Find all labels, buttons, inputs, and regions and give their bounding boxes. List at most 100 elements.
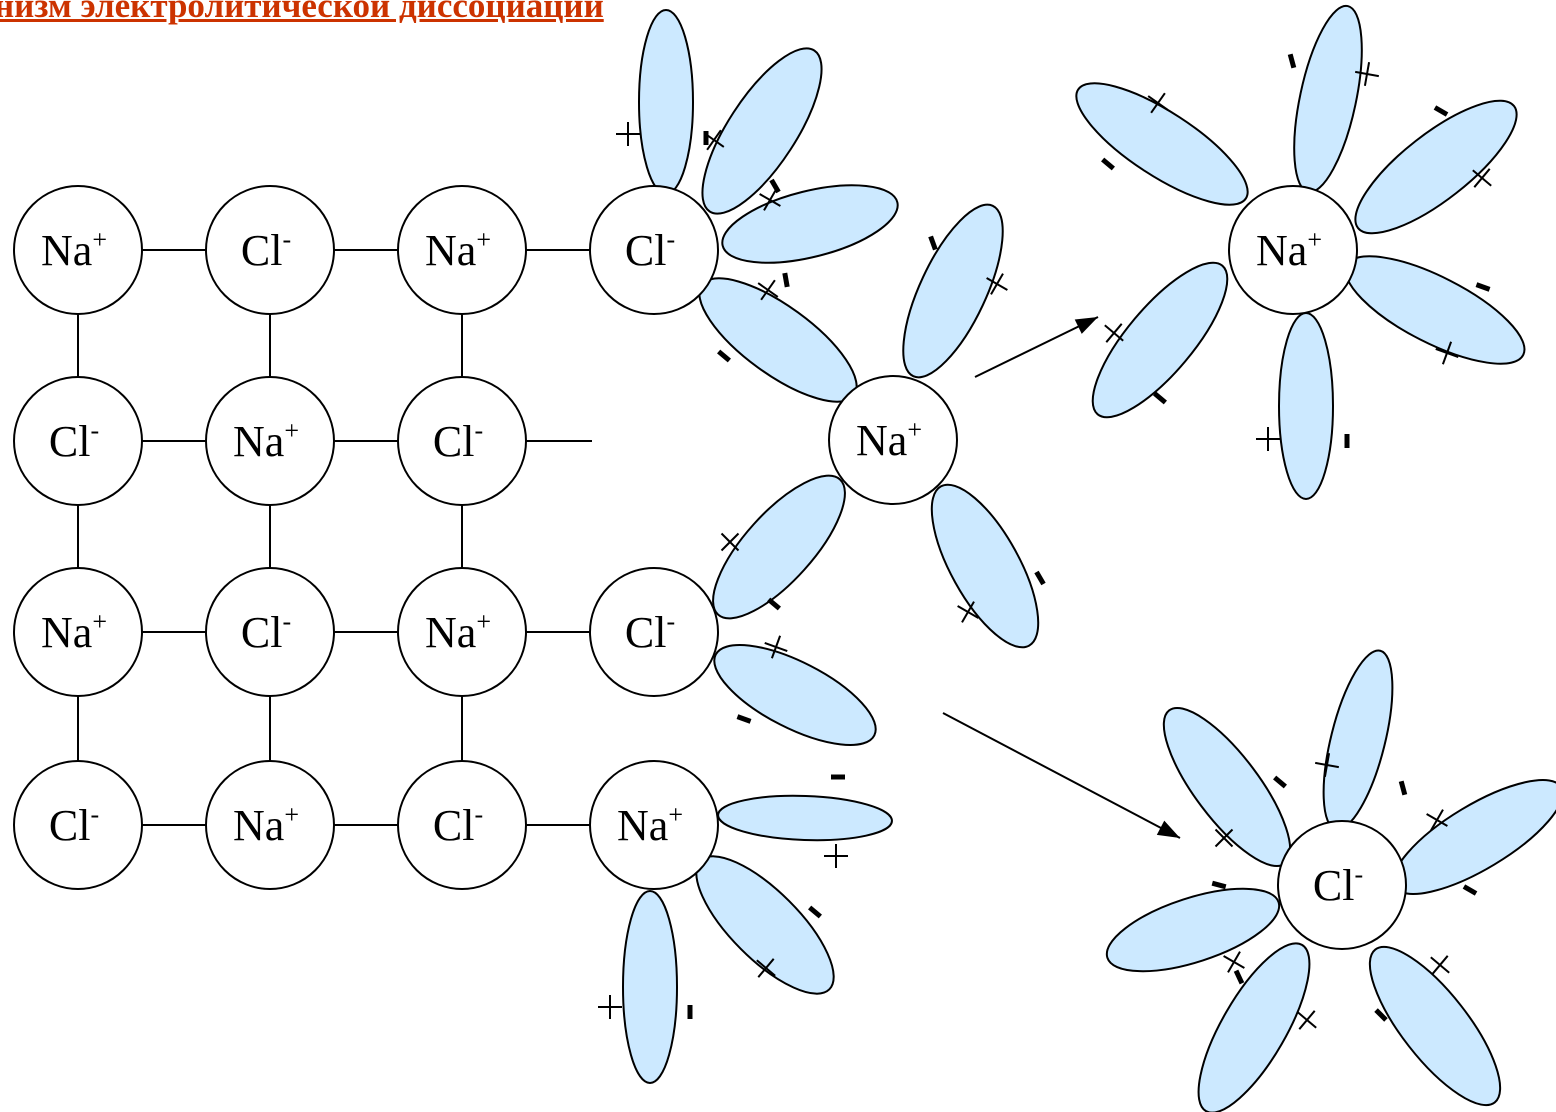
plus-sign xyxy=(598,995,622,1019)
plus-sign xyxy=(756,958,776,978)
ion-label: Na+ xyxy=(41,607,107,657)
ion-symbol: Na xyxy=(41,226,92,275)
plus-sign xyxy=(957,601,979,623)
minus-sign xyxy=(1462,884,1478,896)
minus-sign xyxy=(1398,780,1408,796)
plus-sign xyxy=(720,532,740,552)
water-molecule xyxy=(1278,312,1334,500)
lattice-bonds xyxy=(77,249,592,826)
ion-circle xyxy=(397,185,527,315)
ion-circle xyxy=(589,760,719,890)
plus-sign xyxy=(703,129,725,151)
water-molecule xyxy=(717,794,893,842)
ion-label: Na+ xyxy=(233,416,299,466)
plus-sign xyxy=(616,122,640,146)
sodium-ion: Na+ xyxy=(397,567,527,697)
water-molecule xyxy=(930,483,1040,649)
ion-charge: - xyxy=(282,225,291,254)
chloride-ion: Cl- xyxy=(13,760,143,890)
ion-symbol: Cl xyxy=(49,801,91,850)
ion-charge: + xyxy=(92,607,107,636)
ion-symbol: Cl xyxy=(433,801,475,850)
sodium-ion: Na+ xyxy=(13,567,143,697)
page-title: низм электролитической диссоциации xyxy=(0,0,604,25)
minus-sign xyxy=(1233,969,1245,985)
plus-sign xyxy=(1426,809,1448,831)
water-molecule xyxy=(638,9,694,195)
plus-sign xyxy=(986,273,1008,295)
free-chloride-ion: Cl- xyxy=(1277,820,1407,950)
arrow-head xyxy=(1156,820,1180,838)
ion-symbol: Cl xyxy=(433,417,475,466)
arrow-head xyxy=(1074,317,1098,334)
ion-symbol: Cl xyxy=(625,226,667,275)
plus-sign xyxy=(1256,427,1280,451)
ion-label: Cl- xyxy=(1313,860,1363,910)
plus-sign xyxy=(1435,341,1459,365)
ion-symbol: Na xyxy=(617,801,668,850)
ion-symbol: Na xyxy=(425,608,476,657)
ion-symbol: Na xyxy=(1256,226,1307,275)
ion-charge: - xyxy=(666,607,675,636)
chloride-ion: Cl- xyxy=(13,376,143,506)
ion-symbol: Cl xyxy=(241,608,283,657)
minus-sign xyxy=(1287,53,1297,69)
ion-circle xyxy=(1228,185,1358,315)
plus-sign xyxy=(757,279,779,301)
ion-charge: - xyxy=(90,416,99,445)
ion-circle xyxy=(205,185,335,315)
ion-circle xyxy=(397,376,527,506)
water-molecule xyxy=(1091,261,1229,419)
ion-charge: + xyxy=(284,800,299,829)
minus-sign xyxy=(1273,775,1287,789)
water-molecule xyxy=(1368,945,1502,1107)
minus-sign xyxy=(1475,282,1491,292)
arrows xyxy=(942,316,1181,839)
water-molecule xyxy=(1075,82,1249,206)
minus-sign xyxy=(1374,1008,1388,1022)
plus-sign xyxy=(1147,92,1169,114)
plus-sign xyxy=(759,189,781,211)
sodium-ion: Na+ xyxy=(205,376,335,506)
water-molecule xyxy=(1105,887,1281,973)
water-molecule xyxy=(713,644,877,746)
ion-symbol: Na xyxy=(41,608,92,657)
ion-circle xyxy=(13,185,143,315)
minus-sign xyxy=(1433,105,1449,117)
chloride-ion: Cl- xyxy=(205,567,335,697)
water-molecule xyxy=(701,47,823,215)
water-molecule xyxy=(902,203,1004,379)
water-molecule xyxy=(721,184,899,264)
sodium-ion: Na+ xyxy=(397,185,527,315)
ion-charge: + xyxy=(1307,225,1322,254)
minus-sign xyxy=(1211,880,1227,890)
ion-label: Cl- xyxy=(433,800,483,850)
minus-sign xyxy=(1101,157,1115,171)
plus-sign xyxy=(1355,62,1379,86)
ion-symbol: Cl xyxy=(625,608,667,657)
ion-circle xyxy=(1277,820,1407,950)
plus-sign xyxy=(764,635,788,659)
water-molecule xyxy=(712,474,846,620)
water-molecule xyxy=(1322,649,1394,831)
ion-charge: - xyxy=(1354,860,1363,889)
free-sodium-ion: Na+ xyxy=(1228,185,1358,315)
minus-sign xyxy=(736,714,752,724)
chloride-ion: Cl- xyxy=(205,185,335,315)
water-molecule xyxy=(622,890,678,1084)
ions: Na+Cl-Na+Cl-Cl-Na+Cl-Na+Cl-Na+Cl-Cl-Na+C… xyxy=(13,185,1407,950)
ion-charge: + xyxy=(907,415,922,444)
sodium-ion: Na+ xyxy=(205,760,335,890)
ion-label: Na+ xyxy=(233,800,299,850)
water-molecule xyxy=(1344,255,1526,365)
chloride-ion: Cl- xyxy=(589,567,719,697)
ion-symbol: Na xyxy=(233,801,284,850)
ion-circle xyxy=(589,567,719,697)
water-molecule xyxy=(1197,942,1311,1112)
ion-label: Na+ xyxy=(41,225,107,275)
ion-circle xyxy=(205,760,335,890)
minus-sign xyxy=(769,178,781,194)
plus-sign xyxy=(1104,323,1124,343)
plus-sign xyxy=(1315,753,1339,777)
ion-label: Cl- xyxy=(625,225,675,275)
